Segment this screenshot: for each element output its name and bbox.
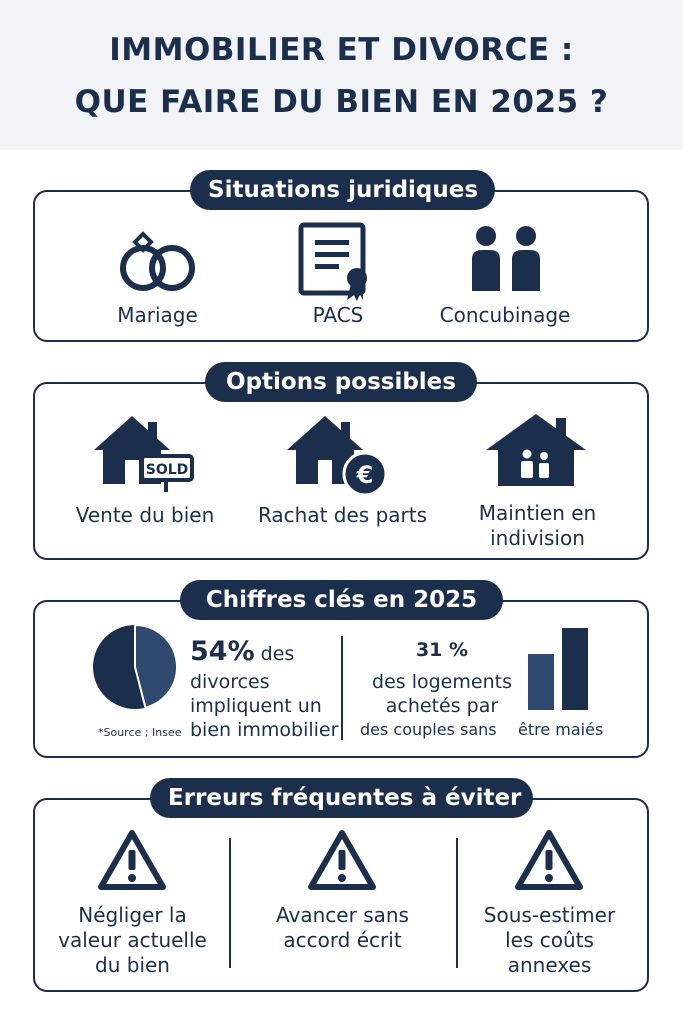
chiffres-title: Chiffres clés en 2025 [180, 580, 503, 620]
pie-slice-share [134, 623, 178, 709]
stat2-line3: des couples sans [360, 720, 497, 739]
pie-chart [93, 623, 178, 709]
stat1-line2: divorces [190, 671, 270, 693]
erreur3-line2: les coûts annexes [505, 928, 594, 977]
erreur1-line1: Négliger la [78, 903, 187, 927]
sold-badge-text: SOLD [146, 462, 189, 478]
erreurs-title: Erreurs fréquentes à éviter [150, 778, 533, 818]
source-note: *Source ; Insee [98, 726, 182, 739]
stat1-line1: 54% des [190, 638, 295, 666]
stat2-line1: des logements [372, 671, 512, 693]
stat1-text-a: des [254, 643, 295, 665]
stat1-line3: impliquent un [190, 695, 322, 717]
page-title-line2: QUE FAIRE DU BIEN EN 2025 ? [74, 84, 609, 120]
situation-label-pacs: PACS [312, 303, 364, 327]
house-euro-icon: € [287, 416, 388, 496]
option-label-maintien-2: indivision [490, 526, 585, 550]
option-label-rachat: Rachat des parts [257, 503, 428, 527]
situation-label-mariage: Mariage [117, 303, 198, 327]
warning-icon-3 [515, 830, 583, 890]
warning-icon-2 [308, 830, 376, 890]
stat2-line2: achetés par [385, 695, 499, 717]
bar-chart-icon [528, 628, 588, 710]
warning-icon-1 [98, 830, 166, 890]
chiffres-divider [341, 636, 343, 740]
header-band [0, 0, 683, 150]
stat1-line4: bien immobilier [190, 719, 339, 741]
options-title: Options possibles [205, 362, 477, 402]
erreur3-line1: Sous-estimer [483, 903, 616, 927]
page-title-line1: IMMOBILIER ET DIVORCE : [109, 32, 574, 68]
erreur1-line2: valeur actuelle [58, 928, 207, 952]
couple-icon [472, 226, 540, 291]
euro-badge-text: € [356, 461, 374, 489]
situation-label-concubinage: Concubinage [439, 303, 571, 327]
erreur2-line1: Avancer sans [276, 903, 409, 927]
house-sold-icon: SOLD [94, 416, 194, 492]
bar-short [528, 654, 554, 710]
certificate-icon [298, 222, 367, 301]
erreurs-divider-2 [456, 838, 458, 968]
bar-tall [562, 628, 588, 710]
rings-icon [120, 231, 195, 291]
erreurs-divider-1 [229, 838, 231, 968]
stat2-line4: être maiés [518, 720, 604, 739]
erreur2-line2: accord écrit [283, 928, 402, 952]
situations-title: Situations juridiques [190, 170, 495, 210]
option-label-vente: Vente du bien [75, 503, 215, 527]
option-label-maintien-1: Maintien en [478, 501, 597, 525]
stat2-value: 31 % [415, 639, 469, 661]
erreur1-line3: du bien [95, 953, 170, 977]
stat1-value: 54% [190, 636, 255, 667]
house-family-icon [486, 414, 586, 486]
